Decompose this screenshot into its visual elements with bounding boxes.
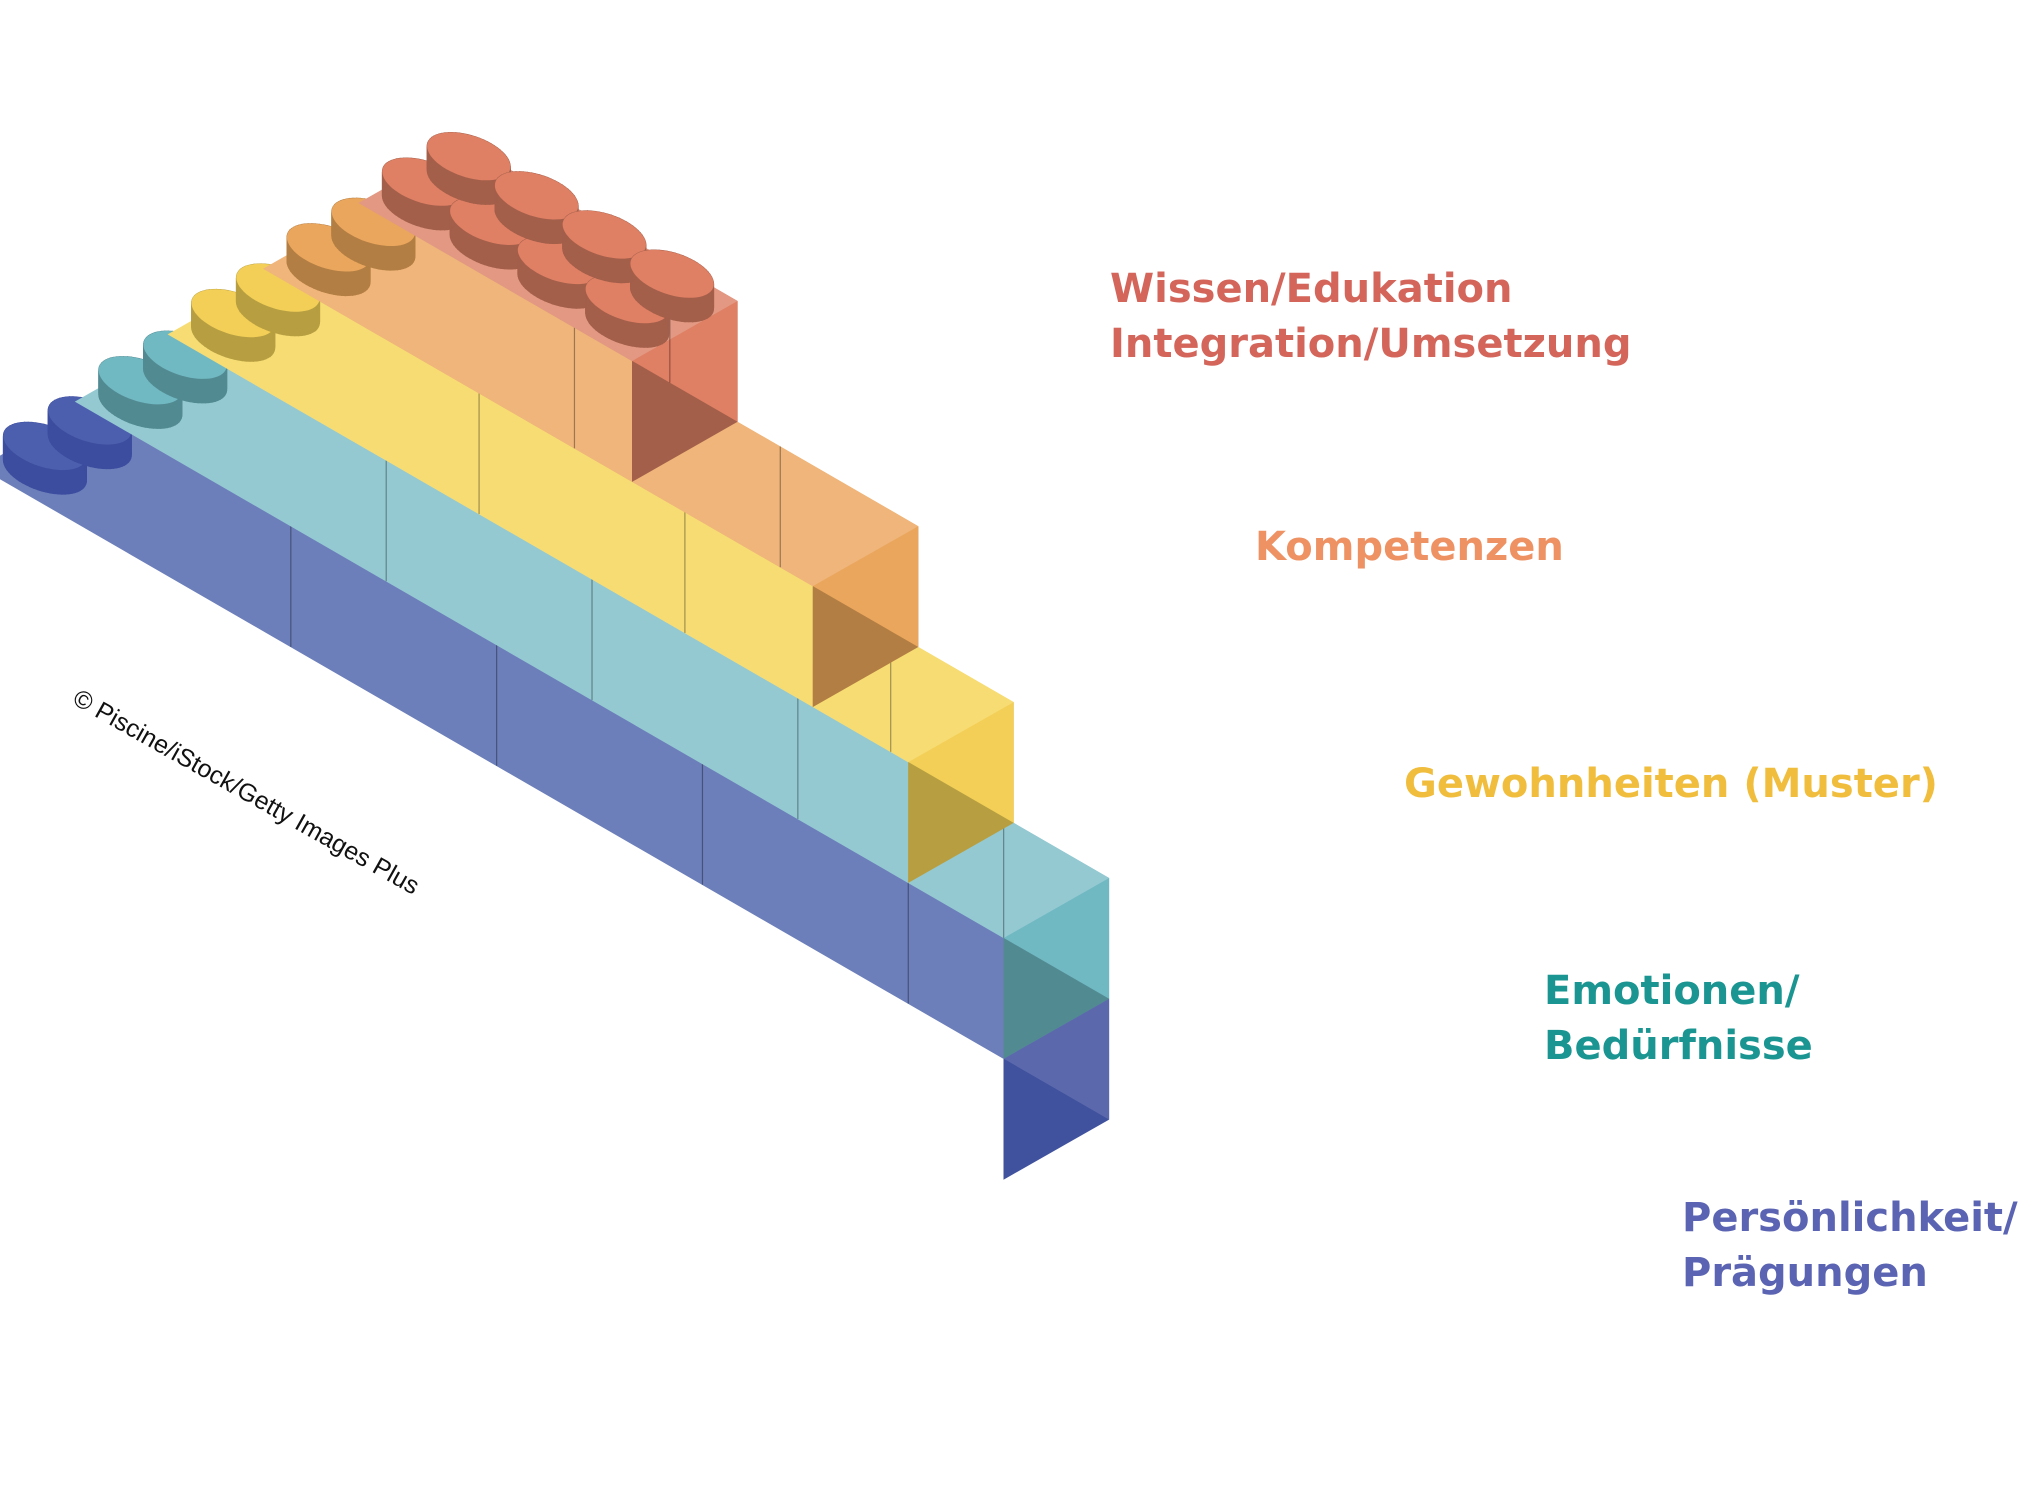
brick-top-emotionen <box>74 341 1110 939</box>
brick-top-gewohnheiten <box>167 274 1014 763</box>
stud-top <box>562 210 646 259</box>
stud-top <box>427 132 511 181</box>
label-kompetenzen: Kompetenzen <box>1255 524 1564 570</box>
stud-top <box>630 249 714 298</box>
stud-top <box>494 171 579 220</box>
label-persoenlichkeit: Persönlichkeit/Prägungen <box>1682 1195 2018 1296</box>
label-emotionen: Emotionen/Bedürfnisse <box>1544 968 1813 1069</box>
brick-top-kompetenzen <box>263 208 919 587</box>
brick-top-persoenlichkeit <box>0 407 1110 1059</box>
label-gewohnheiten: Gewohnheiten (Muster) <box>1404 761 1938 807</box>
